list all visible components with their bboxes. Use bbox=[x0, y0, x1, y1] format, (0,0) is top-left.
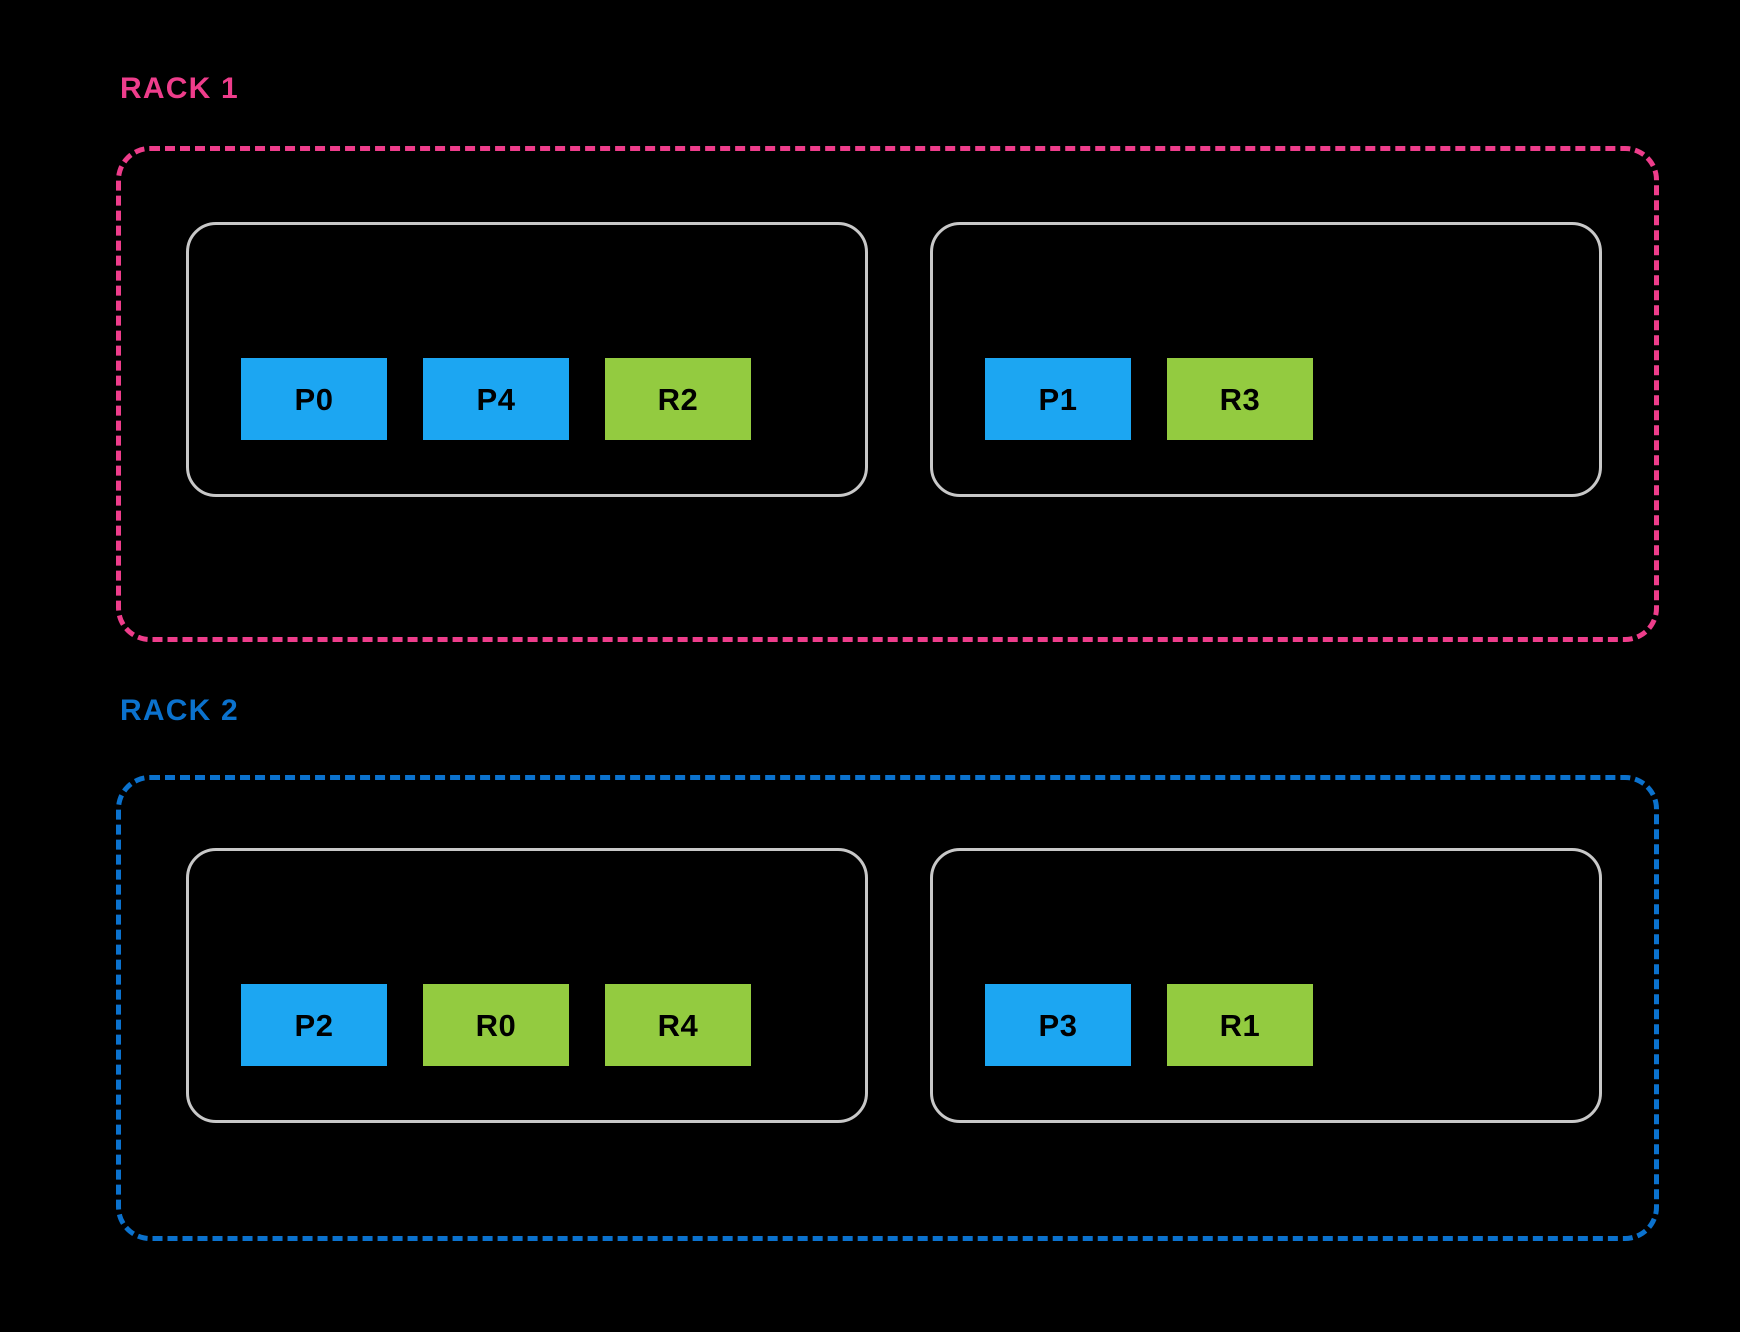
node-blocks-4: P3 R1 bbox=[933, 984, 1313, 1120]
node-blocks-1: P0 P4 R2 bbox=[189, 358, 751, 494]
block-r4[interactable]: R4 bbox=[605, 984, 751, 1066]
block-r1[interactable]: R1 bbox=[1167, 984, 1313, 1066]
node-box-3: P2 R0 R4 bbox=[186, 848, 868, 1123]
node-box-2: P1 R3 bbox=[930, 222, 1602, 497]
rack-label-2: RACK 2 bbox=[120, 694, 239, 727]
block-p3[interactable]: P3 bbox=[985, 984, 1131, 1066]
node-box-1: P0 P4 R2 bbox=[186, 222, 868, 497]
rack-label-1: RACK 1 bbox=[120, 72, 239, 105]
block-p4[interactable]: P4 bbox=[423, 358, 569, 440]
node-blocks-3: P2 R0 R4 bbox=[189, 984, 751, 1120]
block-r0[interactable]: R0 bbox=[423, 984, 569, 1066]
node-blocks-2: P1 R3 bbox=[933, 358, 1313, 494]
block-r3[interactable]: R3 bbox=[1167, 358, 1313, 440]
block-p0[interactable]: P0 bbox=[241, 358, 387, 440]
block-p2[interactable]: P2 bbox=[241, 984, 387, 1066]
rack-container-1 bbox=[116, 146, 1659, 642]
rack-container-2 bbox=[116, 775, 1659, 1241]
block-r2[interactable]: R2 bbox=[605, 358, 751, 440]
block-p1[interactable]: P1 bbox=[985, 358, 1131, 440]
node-box-4: P3 R1 bbox=[930, 848, 1602, 1123]
